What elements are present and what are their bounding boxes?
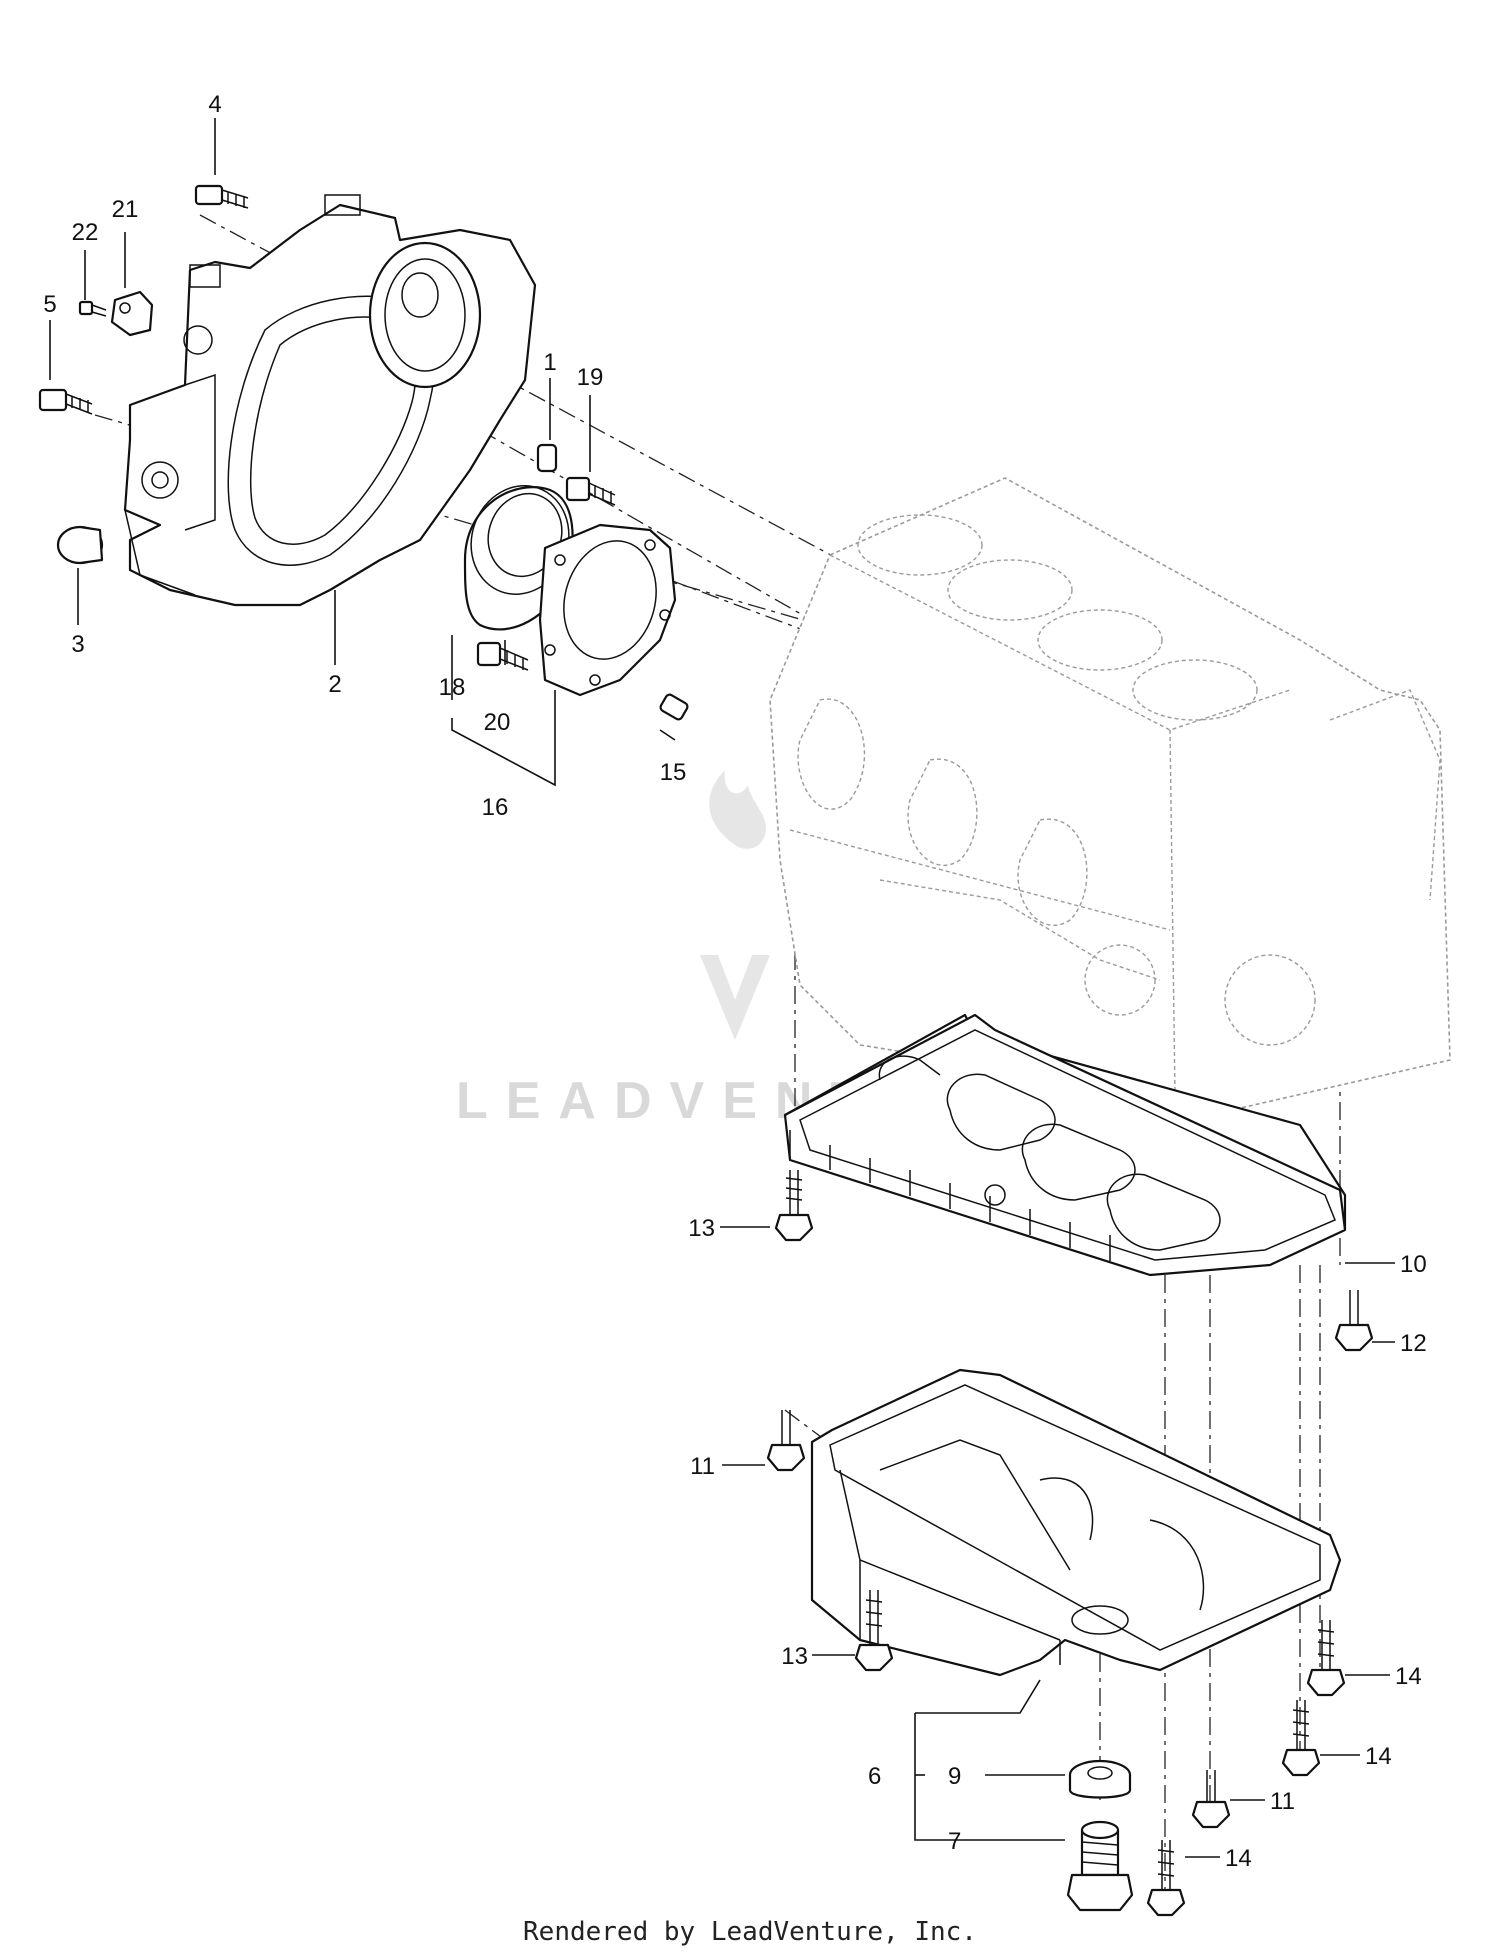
callout-14-middle: 14 [1365,1743,1392,1770]
bolt-part-11-left [766,1410,806,1472]
callout-20: 20 [484,709,511,736]
callout-6: 6 [868,1763,881,1790]
callout-11-right: 11 [1270,1788,1295,1815]
callout-12: 12 [1400,1330,1427,1357]
oil-pan-lower [810,1368,1342,1677]
callout-11-left: 11 [690,1453,715,1480]
callout-10: 10 [1400,1251,1427,1278]
bolt-part-13-upper [774,1170,814,1242]
callout-21: 21 [112,196,139,223]
dowel-pin-part-1 [536,443,558,473]
oil-pan-upper-part-10 [783,1013,1347,1277]
callout-9: 9 [948,1763,961,1790]
callout-14-lower: 14 [1225,1845,1252,1872]
bolt-part-14-lower [1146,1840,1186,1917]
callout-13-lower: 13 [781,1643,808,1670]
drain-plug-part-7 [1066,1820,1134,1912]
sensor-part-21 [110,290,154,337]
bolt-part-4 [194,184,249,209]
callout-13-upper: 13 [688,1215,715,1242]
callout-3: 3 [71,631,84,658]
callout-labels: 4 21 22 5 3 2 1 19 18 20 16 15 13 10 12 … [43,91,1426,1872]
bolt-part-14-upper [1306,1620,1346,1697]
gasket-part-9 [1068,1759,1132,1799]
dowel-pin-part-15 [659,693,689,721]
rendered-by-footer: Rendered by LeadVenture, Inc. [523,1917,977,1947]
bolt-part-5 [38,388,93,415]
flame-logo [700,770,770,1040]
callout-5: 5 [43,291,56,318]
flywheel-housing [123,194,537,607]
bolt-part-13-lower [854,1590,894,1672]
callout-7: 7 [948,1828,961,1855]
callout-15: 15 [660,759,687,786]
callout-16: 16 [482,794,509,821]
leader-lines [49,118,1395,1858]
engine-block [769,477,1451,1116]
bolt-part-11-right [1191,1770,1231,1829]
seal-case [538,523,677,697]
bolt-part-14-middle [1281,1700,1321,1777]
callout-4: 4 [208,91,221,118]
bolt-part-12 [1334,1290,1374,1352]
screw-part-22 [78,300,107,317]
callout-14-upper: 14 [1395,1663,1422,1690]
callout-1: 1 [543,349,556,376]
bolt-part-19 [565,476,616,506]
bolt-part-20 [476,641,529,671]
callout-19: 19 [577,364,604,391]
callout-22: 22 [72,219,99,246]
callout-18: 18 [439,674,466,701]
callout-2: 2 [328,671,341,698]
plug-part-3 [56,525,104,565]
